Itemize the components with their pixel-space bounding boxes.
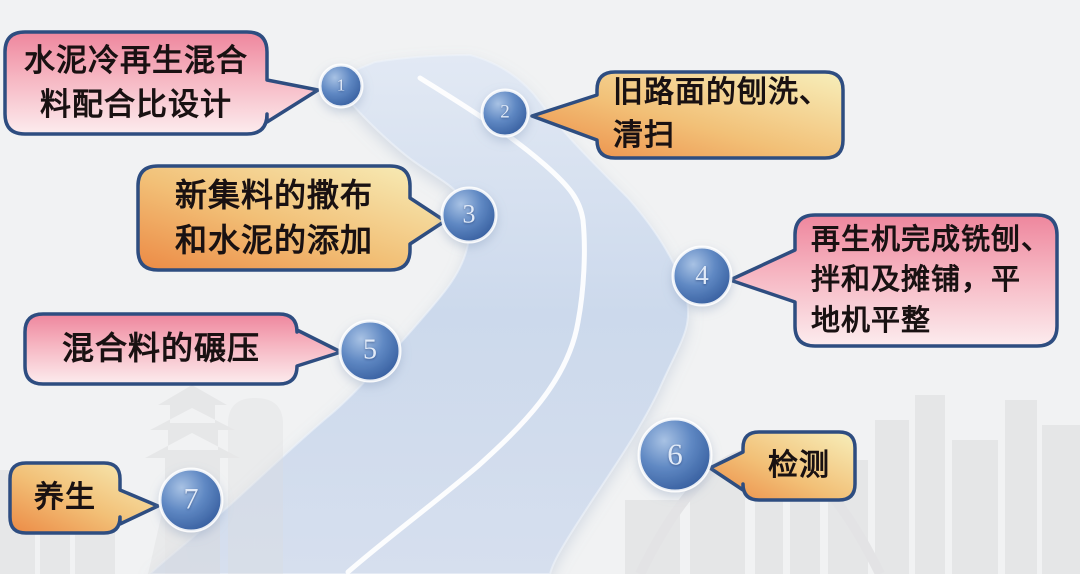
step-number-6: 6 — [667, 436, 683, 472]
step-markers — [158, 63, 733, 533]
step-number-5: 5 — [363, 334, 377, 366]
step-number-2: 2 — [500, 101, 510, 123]
step-marker-7 — [158, 467, 224, 533]
step-marker-5 — [338, 319, 402, 383]
callout-bubble-3 — [136, 164, 447, 272]
step-marker-6 — [637, 417, 713, 493]
step-label-1: 水泥冷再生混合 料配合比设计 — [24, 42, 248, 122]
step-marker-1 — [318, 63, 364, 109]
step-label-5: 混合料的碾压 — [61, 330, 260, 367]
step-label-3: 新集料的撒布 和水泥的添加 — [174, 176, 373, 258]
step-label-6: 检测 — [768, 448, 830, 482]
road-surface — [148, 53, 690, 574]
step-number-7: 7 — [183, 482, 199, 516]
step-marker-3 — [440, 186, 498, 244]
callout-bubble-7 — [8, 461, 160, 535]
callout-bubble-5 — [23, 312, 343, 386]
step-label-2: 旧路面的刨洗、 清扫 — [613, 76, 830, 152]
step-label-4: 再生机完成铣刨、 拌和及摊铺，平 地机平整 — [811, 223, 1052, 337]
callout-bubbles — [3, 30, 1059, 535]
callout-bubble-1 — [3, 30, 320, 136]
callout-bubble-4 — [728, 213, 1059, 348]
round-top-building — [228, 398, 283, 574]
step-label-7: 养生 — [34, 480, 96, 514]
lattice-tower-silhouette — [148, 478, 192, 574]
callout-bubble-2 — [530, 70, 845, 160]
step-number-4: 4 — [695, 259, 709, 290]
step-number-1: 1 — [336, 75, 346, 95]
city-skyline-right — [625, 395, 1080, 574]
step-marker-2 — [480, 88, 530, 138]
road-graphic — [148, 53, 690, 574]
step-marker-4 — [671, 245, 733, 307]
callout-bubble-6 — [708, 430, 857, 502]
step-number-3: 3 — [462, 199, 476, 229]
road-center-line — [345, 75, 587, 574]
